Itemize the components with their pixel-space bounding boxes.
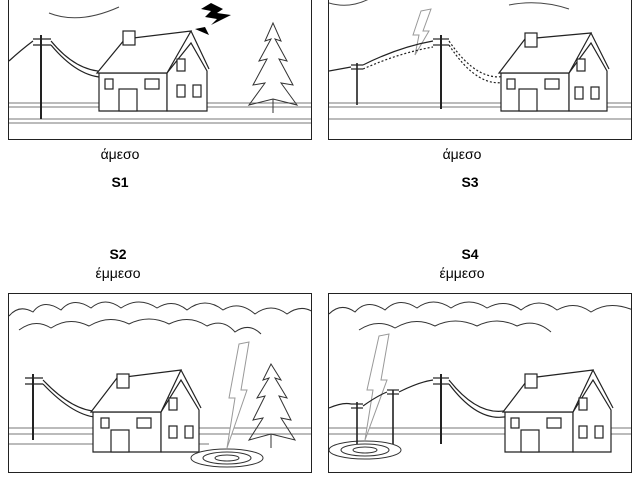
lightning-bolt-icon xyxy=(201,3,231,25)
cloud-icon xyxy=(9,301,311,317)
scene-s3 xyxy=(329,0,631,120)
scene-s1 xyxy=(9,3,311,124)
lightning-bolt-icon xyxy=(364,333,390,441)
code-label-s4: S4 xyxy=(461,246,479,262)
type-label-s1: άμεσο xyxy=(100,146,140,162)
type-label-s4: έμμεσο xyxy=(439,265,485,281)
house xyxy=(95,30,210,112)
code-label-s2: S2 xyxy=(109,246,127,262)
code-label-s1: S1 xyxy=(111,174,129,190)
type-label-s3: άμεσο xyxy=(442,146,482,162)
house xyxy=(501,369,614,453)
house xyxy=(497,32,610,112)
pine-tree-icon xyxy=(247,362,297,448)
utility-pole xyxy=(9,35,112,119)
scene-s2 xyxy=(9,301,311,468)
small-utility-pole xyxy=(329,389,399,444)
panel-s4 xyxy=(328,293,632,473)
panel-s1 xyxy=(8,0,312,140)
panel-s2 xyxy=(8,293,312,473)
ground-ripples xyxy=(329,440,402,460)
utility-pole xyxy=(362,35,510,109)
small-utility-pole xyxy=(329,63,363,105)
pine-tree-icon xyxy=(247,21,299,113)
panel-s3 xyxy=(328,0,632,140)
code-label-s3: S3 xyxy=(461,174,479,190)
cloud-icon xyxy=(329,301,631,315)
type-label-s2: έμμεσο xyxy=(95,265,141,281)
scene-s4 xyxy=(329,301,631,460)
ground-ripples xyxy=(190,448,264,468)
house xyxy=(89,369,202,453)
lightning-bolt-icon xyxy=(226,341,250,449)
